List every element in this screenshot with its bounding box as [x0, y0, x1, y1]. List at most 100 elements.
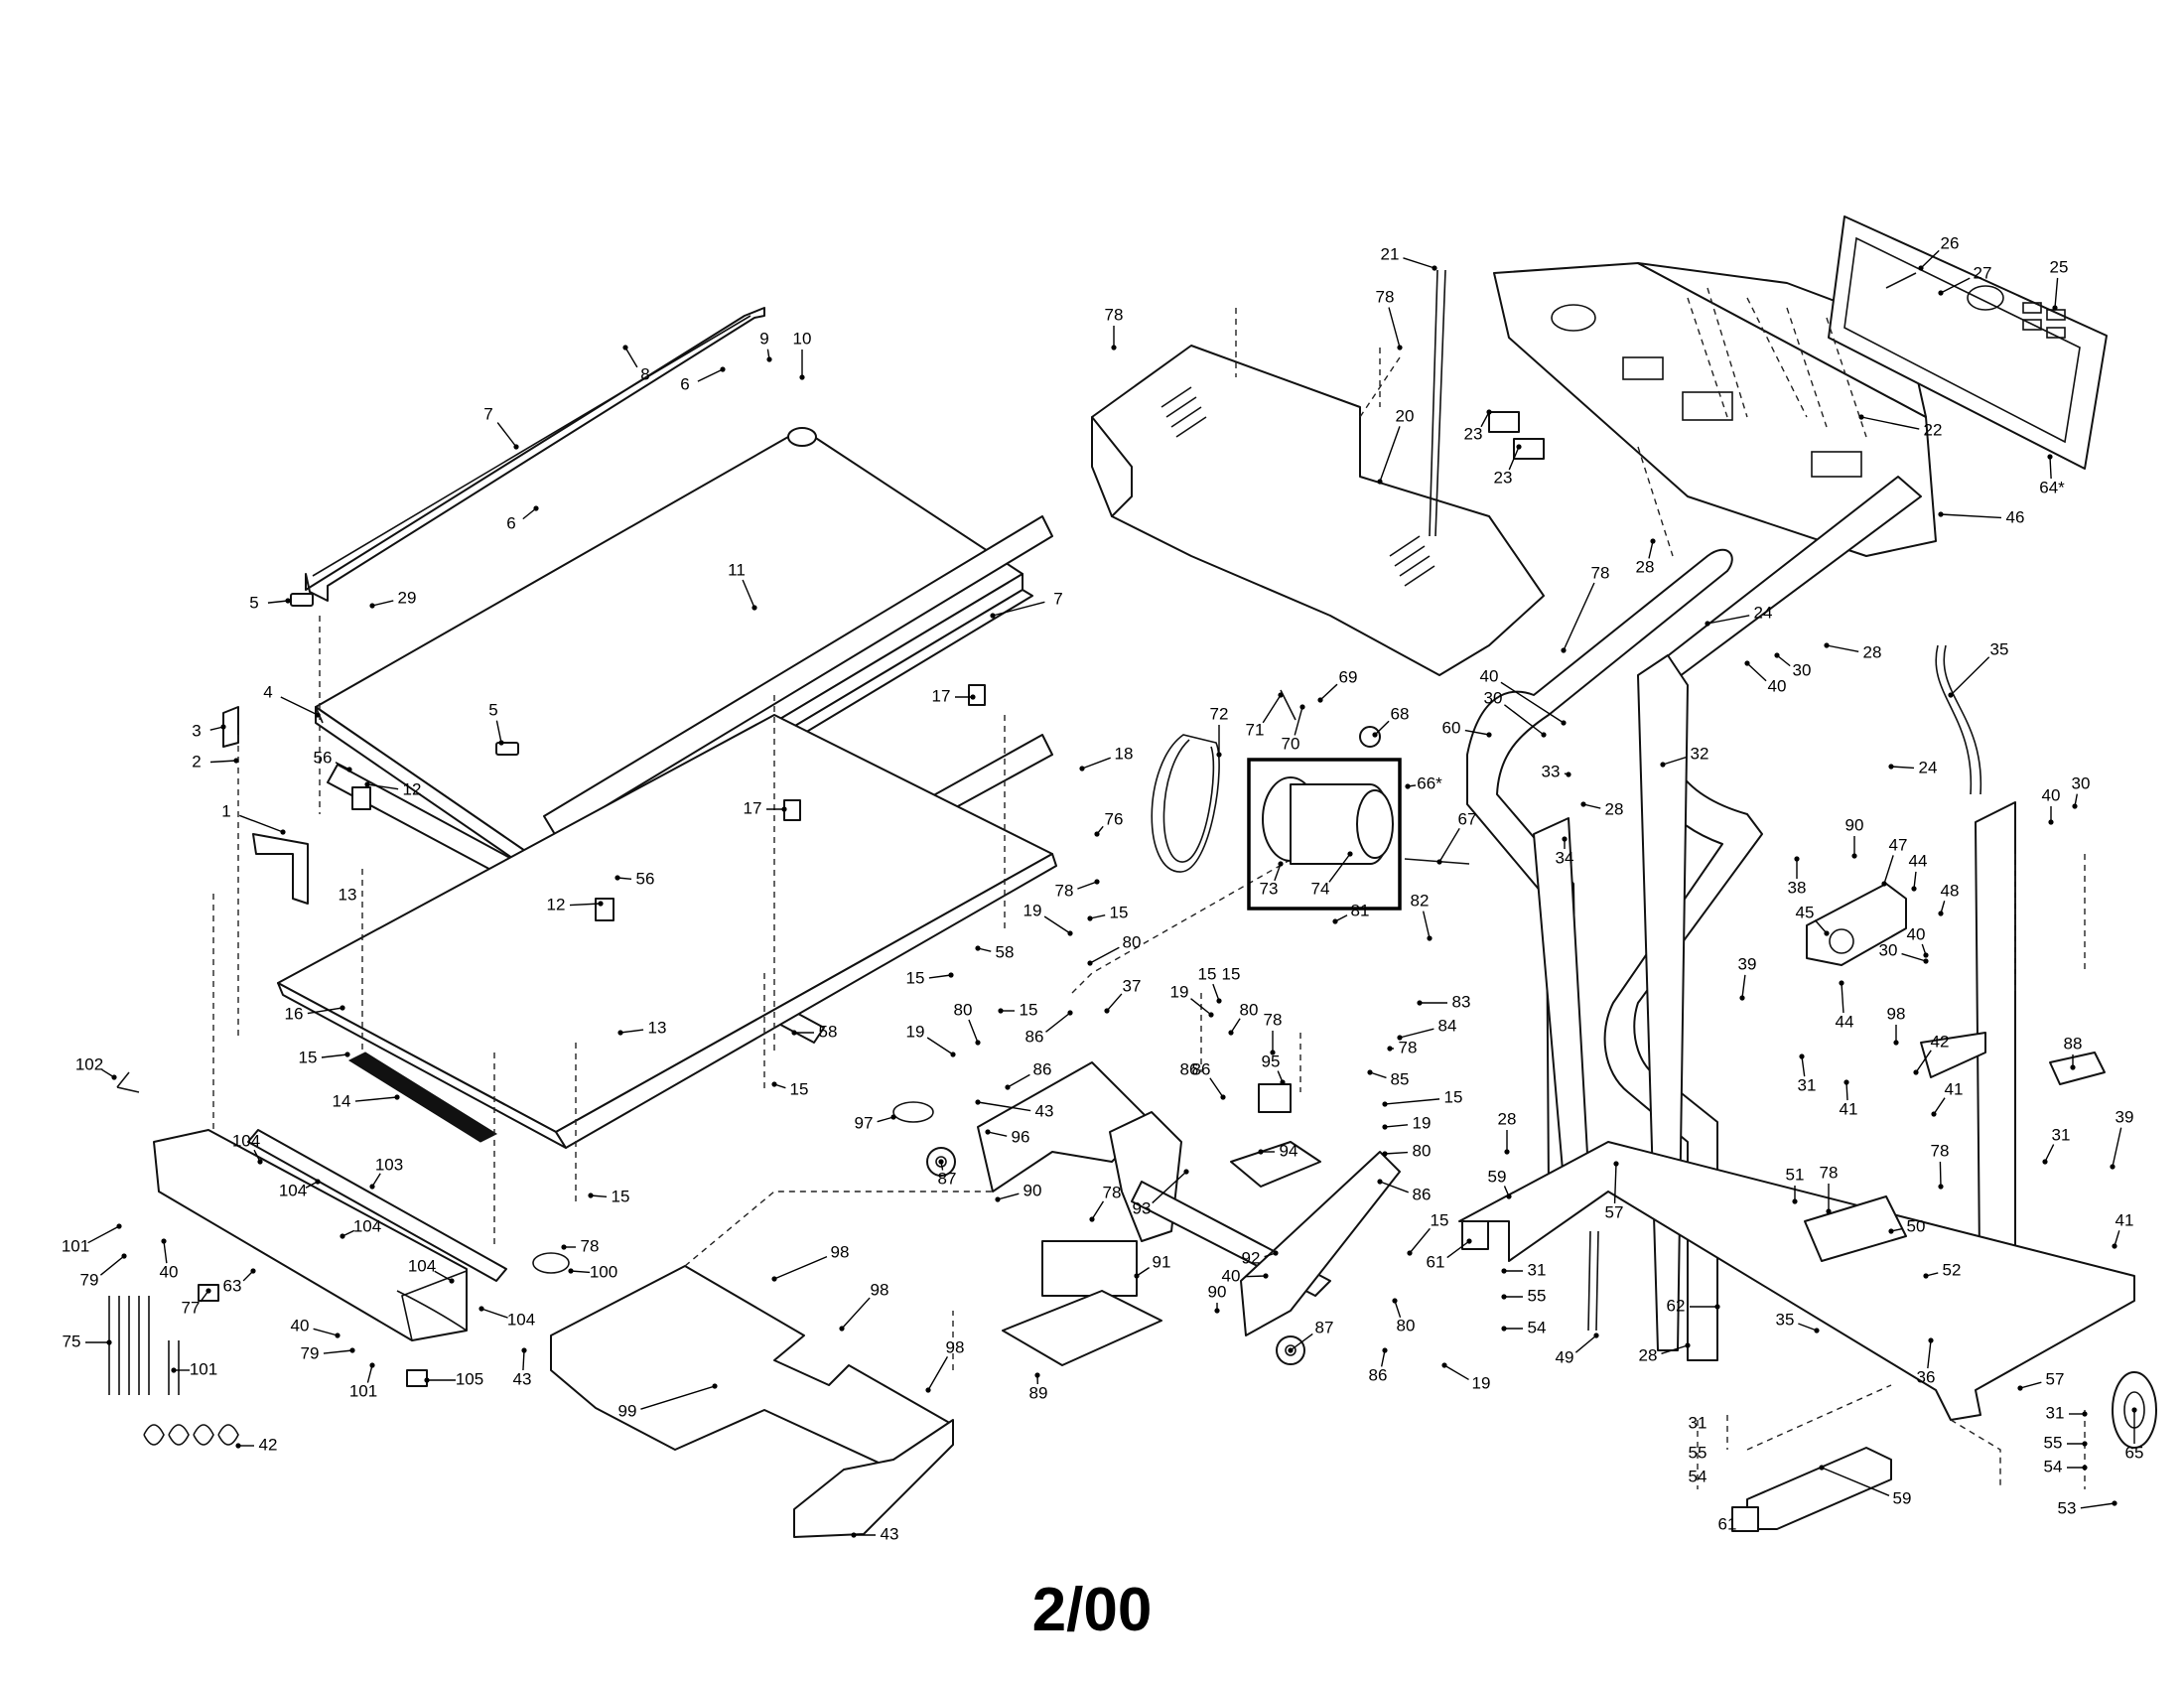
callout-leader [2019, 1381, 2042, 1389]
callout-label: 15 [790, 1079, 809, 1098]
callout-leader-dot [1541, 732, 1547, 738]
callout-label: 79 [301, 1343, 320, 1362]
callout-leader-dot [1405, 783, 1411, 789]
callout-leader [99, 1255, 125, 1276]
callout-leader-dot [995, 1196, 1001, 1202]
callout-label: 5 [488, 700, 497, 719]
callout-label: 2 [192, 752, 201, 771]
callout-leader [1209, 1077, 1224, 1098]
clips-42 [143, 1424, 239, 1446]
callout-leader [1438, 827, 1460, 863]
isolator-12b [595, 898, 614, 921]
callout-leader [522, 507, 537, 520]
callout-leader-dot [106, 1339, 112, 1345]
callout-leader-dot [1938, 511, 1944, 517]
callout-label: 78 [1931, 1141, 1950, 1160]
callout-label: 7 [483, 404, 492, 423]
callout-leader [1443, 1364, 1469, 1381]
callout-label: 39 [1738, 954, 1757, 973]
controller-91 [1041, 1240, 1138, 1297]
callout-leader-dot [1650, 538, 1656, 544]
callout-label: 41 [2116, 1210, 2134, 1229]
callout-leader [1152, 1171, 1187, 1204]
callout-leader-dot [1660, 762, 1666, 768]
center-drive-assembly [892, 853, 1401, 1366]
callout-leader [1798, 1323, 1818, 1332]
callout-leader-dot [1347, 851, 1353, 857]
callout-leader [480, 1308, 508, 1319]
bracket-87-arm [1240, 1151, 1401, 1336]
callout-leader-dot [1744, 660, 1750, 666]
callout-leader-dot [340, 1005, 345, 1011]
callout-leader [280, 696, 319, 716]
frame-bracket [252, 833, 309, 905]
callout-label: 3 [192, 721, 201, 740]
base-cover-assembly [550, 1191, 993, 1538]
callout-leader-dot [1593, 1333, 1599, 1338]
callout-label: 79 [80, 1270, 99, 1289]
callout-label: 46 [2006, 507, 2025, 526]
callout-label: 78 [1591, 563, 1610, 582]
callout-label: 23 [1494, 468, 1513, 487]
callout-label: 15 [1198, 964, 1217, 983]
callout-leader [1409, 1227, 1431, 1254]
callout-leader-dot [1794, 856, 1800, 862]
callout-leader-dot [1888, 1228, 1894, 1234]
callout-leader-dot [561, 1244, 567, 1250]
callout-label: 71 [1246, 720, 1265, 739]
callout-leader [1582, 803, 1601, 809]
callout-label: 75 [63, 1332, 81, 1350]
callout-leader [569, 903, 602, 907]
callout-label: 6 [506, 513, 515, 532]
callout-label: 19 [1413, 1113, 1432, 1132]
callout-leader-dot [2082, 1441, 2088, 1447]
callout-leader-dot [478, 1306, 484, 1312]
callout-label: 101 [62, 1236, 89, 1255]
callout-leader-dot [1432, 265, 1437, 271]
callout-leader-dot [1216, 998, 1222, 1004]
callout-leader-dot [369, 1362, 375, 1368]
transformer-95 [1258, 1083, 1292, 1113]
callout-label: 28 [1605, 799, 1624, 818]
shock-49 [1587, 1230, 1591, 1332]
callout-leader-dot [121, 1253, 127, 1259]
callout-label: 78 [581, 1236, 600, 1255]
callout-label: 104 [408, 1256, 436, 1275]
callout-leader-dot [1427, 935, 1433, 941]
callout-leader-dot [925, 1387, 931, 1393]
callout-leader-dot [622, 345, 628, 351]
callout-label: 104 [232, 1131, 260, 1150]
bracket-3 [222, 706, 239, 748]
callout-leader-dot [1094, 831, 1100, 837]
callout-label: 20 [1396, 406, 1415, 425]
callout-leader-dot [1392, 1298, 1398, 1304]
callout-label: 64* [2039, 478, 2065, 496]
callout-leader-dot [1466, 1238, 1472, 1244]
callout-leader-dot [1263, 1273, 1269, 1279]
callout-leader-dot [1501, 1294, 1507, 1300]
callout-label: 59 [1893, 1488, 1912, 1507]
callout-label: 40 [2042, 785, 2061, 804]
callout-label: 104 [353, 1216, 381, 1235]
callout-label: 30 [2072, 773, 2091, 792]
callout-label: 101 [349, 1381, 377, 1400]
callout-leader [1380, 1349, 1386, 1367]
callout-leader-dot [1397, 1035, 1403, 1041]
callout-leader [1319, 683, 1338, 701]
callout-leader-dot [233, 758, 239, 764]
callout-leader [307, 1007, 343, 1015]
callout-label: 15 [299, 1048, 318, 1066]
revision-date: 2/00 [1032, 1576, 1153, 1644]
callout-label: 42 [259, 1435, 278, 1454]
callout-leader-dot [985, 1129, 991, 1135]
callout-label: 40 [1768, 676, 1787, 695]
callout-leader [434, 1270, 453, 1282]
isolator-17 [783, 799, 801, 821]
callout-label: 53 [2058, 1498, 2077, 1517]
callout-label: 15 [906, 968, 925, 987]
motor-mount-plate [977, 1061, 1153, 1193]
callout-leader-dot [1382, 1124, 1388, 1130]
callout-label: 81 [1351, 901, 1370, 919]
callout-label: 16 [285, 1004, 304, 1023]
callout-leader-dot [1923, 952, 1929, 958]
